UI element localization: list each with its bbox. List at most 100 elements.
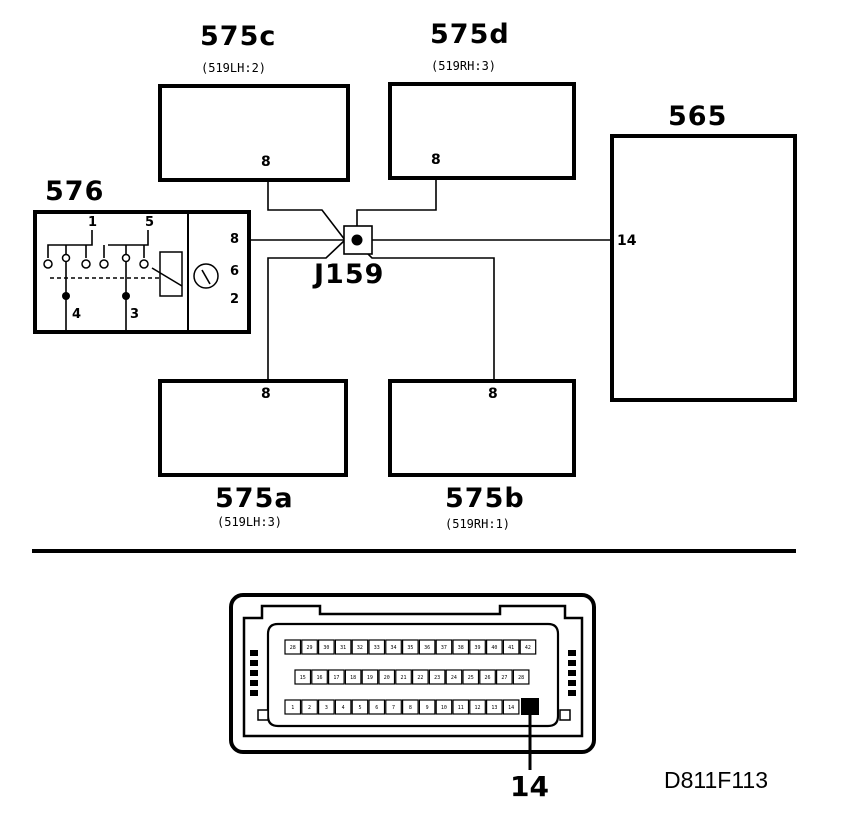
ref-575b: (519RH:1) [445, 517, 510, 531]
pin-576-1: 1 [88, 215, 97, 230]
connector-pin-label: 31 [340, 645, 346, 651]
component-575d: 575d (519RH:3) 8 [388, 19, 576, 180]
connector-pin-label: 6 [375, 705, 378, 711]
connector-pin-cavity [318, 699, 335, 715]
pin-576-2: 2 [230, 292, 239, 307]
connector-pin-cavity [469, 699, 486, 715]
relay-schematic [43, 230, 219, 330]
component-575b: 8 575b (519RH:1) [388, 379, 576, 531]
box-575d [388, 82, 576, 180]
label-j159: J159 [312, 259, 384, 290]
connector-pin-label: 17 [333, 675, 339, 681]
connector-pin-cavity [328, 669, 345, 685]
connector-pin-label: 10 [441, 705, 447, 711]
connector-pin-cavity [294, 669, 312, 685]
connector-pin-cavity [435, 699, 453, 715]
connector-pin-label: 41 [508, 645, 514, 651]
connector-pin-cavity [318, 639, 335, 655]
label-576: 576 [45, 176, 104, 207]
connector-pin-label: 36 [424, 645, 430, 651]
connector-pin-cavity [402, 639, 419, 655]
connector-pin-cavity [402, 699, 419, 715]
callout-pin-14: 14 [510, 770, 549, 803]
connector-pin-14-highlight [521, 698, 539, 715]
connector-pin-label: 3 [325, 705, 328, 711]
diagram-code: D811F113 [664, 767, 768, 793]
wires [250, 178, 613, 380]
pin-576-5: 5 [145, 215, 154, 230]
connector-pin-cavity [418, 699, 436, 715]
connector-pin-cavity [412, 669, 429, 685]
connector-pin-cavity [284, 639, 302, 655]
connector-pin-label: 16 [317, 675, 323, 681]
connector-pin-label: 13 [491, 705, 497, 711]
connector-pin-label: 35 [407, 645, 413, 651]
connector-pin-cavity [368, 639, 386, 655]
connector-pin-label: 8 [409, 705, 412, 711]
connector-pin-label: 29 [307, 645, 313, 651]
connector-pin-label: 24 [451, 675, 457, 681]
connector-pin-label: 11 [458, 705, 464, 711]
connector-pin-cavity [334, 699, 352, 715]
connector-pin-label: 26 [485, 675, 491, 681]
connector-pin-cavity [385, 639, 402, 655]
connector-pin-label: 28 [518, 675, 524, 681]
connector-pin-cavity [445, 669, 463, 685]
connector-pin-cavity [502, 639, 520, 655]
connector-pin-cavity [486, 639, 503, 655]
connector-pin-label: 28 [290, 645, 296, 651]
component-575c: 575c (519LH:2) 8 [158, 21, 350, 182]
component-575a: 8 575a (519LH:3) [158, 379, 348, 529]
wire-575d-to-j159 [356, 178, 437, 226]
latch-left [250, 650, 258, 696]
connector-pin-label: 22 [417, 675, 423, 681]
pin-575d: 8 [431, 152, 441, 168]
connector-pin-cavity [418, 639, 436, 655]
connector-pin-cavity [502, 699, 520, 715]
connector-pin-cavity [519, 639, 537, 655]
pin-576-4: 4 [72, 307, 81, 322]
connector-pin-cavity [361, 669, 379, 685]
connector-pin-label: 2 [308, 705, 311, 711]
connector-pin-cavity [301, 639, 318, 655]
connector-pin-cavity [452, 699, 470, 715]
connector-pin-label: 18 [350, 675, 356, 681]
box-575b [388, 379, 576, 477]
connector-pin-cavity [486, 699, 503, 715]
ref-575d: (519RH:3) [431, 59, 496, 73]
component-576: 576 1 5 4 [33, 176, 251, 334]
pin-576-8: 8 [230, 232, 239, 247]
label-565: 565 [668, 101, 727, 132]
connector-pin-cavity [311, 669, 328, 685]
label-575c: 575c [200, 21, 276, 52]
ref-575a: (519LH:3) [217, 515, 282, 529]
pin-565: 14 [617, 233, 637, 249]
connector-pin-label: 34 [391, 645, 397, 651]
connector-pin-label: 9 [426, 705, 429, 711]
connector-pin-cavity [469, 639, 486, 655]
connector-pin-label: 40 [491, 645, 497, 651]
connector-pin-cavity [479, 669, 496, 685]
pin-575c: 8 [261, 154, 271, 170]
label-575b: 575b [445, 483, 525, 514]
connector-pin-label: 32 [357, 645, 363, 651]
connector-pin-label: 39 [475, 645, 481, 651]
connector-pin-label: 38 [458, 645, 464, 651]
splice-j159: J159 [312, 225, 384, 290]
pin-575b: 8 [488, 386, 498, 402]
connector-pin-cavity [428, 669, 446, 685]
connector-pin-label: 7 [392, 705, 395, 711]
box-575a [158, 379, 348, 477]
connector-pin-label: 23 [434, 675, 440, 681]
connector-pin-label: 42 [525, 645, 531, 651]
connector-pin-cavity [462, 669, 480, 685]
connector-pin-cavity [368, 699, 386, 715]
connector-pin-cavity [344, 669, 362, 685]
connector-pin-label: 21 [401, 675, 407, 681]
connector-pin-label: 33 [374, 645, 380, 651]
pin-576-3: 3 [130, 307, 139, 322]
connector-pin-cavity [284, 699, 302, 715]
